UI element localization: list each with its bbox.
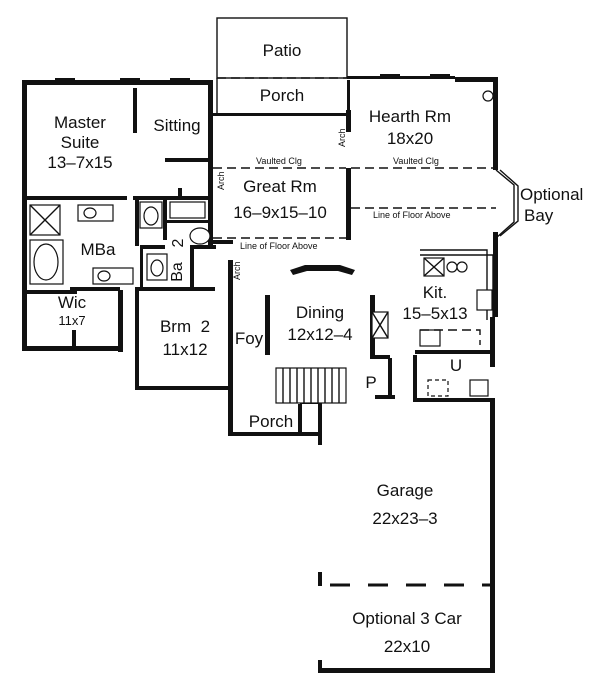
bedroom2-label: Brm 2 (160, 317, 210, 336)
kitchen-dim: 15–5x13 (402, 304, 467, 323)
patio-outline (216, 17, 455, 114)
stairs (275, 367, 347, 404)
optional-bay-label-2: Bay (524, 206, 554, 225)
fixtures (29, 90, 494, 404)
patio-label: Patio (263, 41, 302, 60)
great-room-label: Great Rm (243, 177, 317, 196)
sitting-label: Sitting (153, 116, 200, 135)
overhead-lines (213, 167, 496, 587)
master-bath-label: MBa (81, 240, 117, 259)
optional-car-label: Optional 3 Car (352, 609, 462, 628)
pantry-label: P (365, 373, 376, 392)
optional-car-dim: 22x10 (384, 637, 430, 656)
arch-note-top: Arch (337, 128, 347, 147)
dining-dim: 12x12–4 (287, 325, 352, 344)
foyer-label: Foy (235, 329, 264, 348)
hearth-room-label: Hearth Rm (369, 107, 451, 126)
bedroom2-dim: 11x12 (162, 340, 207, 359)
optional-bay-label-1: Optional (520, 185, 583, 204)
garage-label: Garage (377, 481, 434, 500)
interior-walls (27, 88, 495, 402)
bath2-number: 2 (170, 238, 187, 247)
plan-notes: Vaulted Clg Vaulted Clg Line of Floor Ab… (216, 128, 451, 280)
arch-note-great: Arch (216, 171, 226, 190)
vaulted-ceiling-note-left: Vaulted Clg (256, 156, 302, 166)
great-room-dim: 16–9x15–10 (233, 203, 327, 222)
master-suite-dim: 13–7x15 (47, 153, 112, 172)
master-suite-label-1: Master (54, 113, 106, 132)
kitchen-label: Kit. (423, 283, 448, 302)
rear-porch-label: Porch (260, 86, 304, 105)
dining-label: Dining (296, 303, 344, 322)
master-suite-label-2: Suite (61, 133, 100, 152)
utility-label: U (450, 356, 462, 375)
room-labels: Patio Porch Hearth Rm 18x20 Master Suite… (47, 41, 583, 656)
hearth-room-dim: 18x20 (387, 129, 433, 148)
front-porch-label: Porch (249, 412, 293, 431)
bath2-label: Ba (169, 262, 186, 282)
floor-above-note-left: Line of Floor Above (240, 241, 318, 251)
arch-note-foyer: Arch (232, 261, 242, 280)
garage-dim: 22x23–3 (372, 509, 437, 528)
window-marks (22, 74, 450, 178)
walk-in-closet-dim: 11x7 (58, 313, 85, 328)
vaulted-ceiling-note-right: Vaulted Clg (393, 156, 439, 166)
floor-above-note-right: Line of Floor Above (373, 210, 451, 220)
walk-in-closet-label: Wic (58, 293, 87, 312)
